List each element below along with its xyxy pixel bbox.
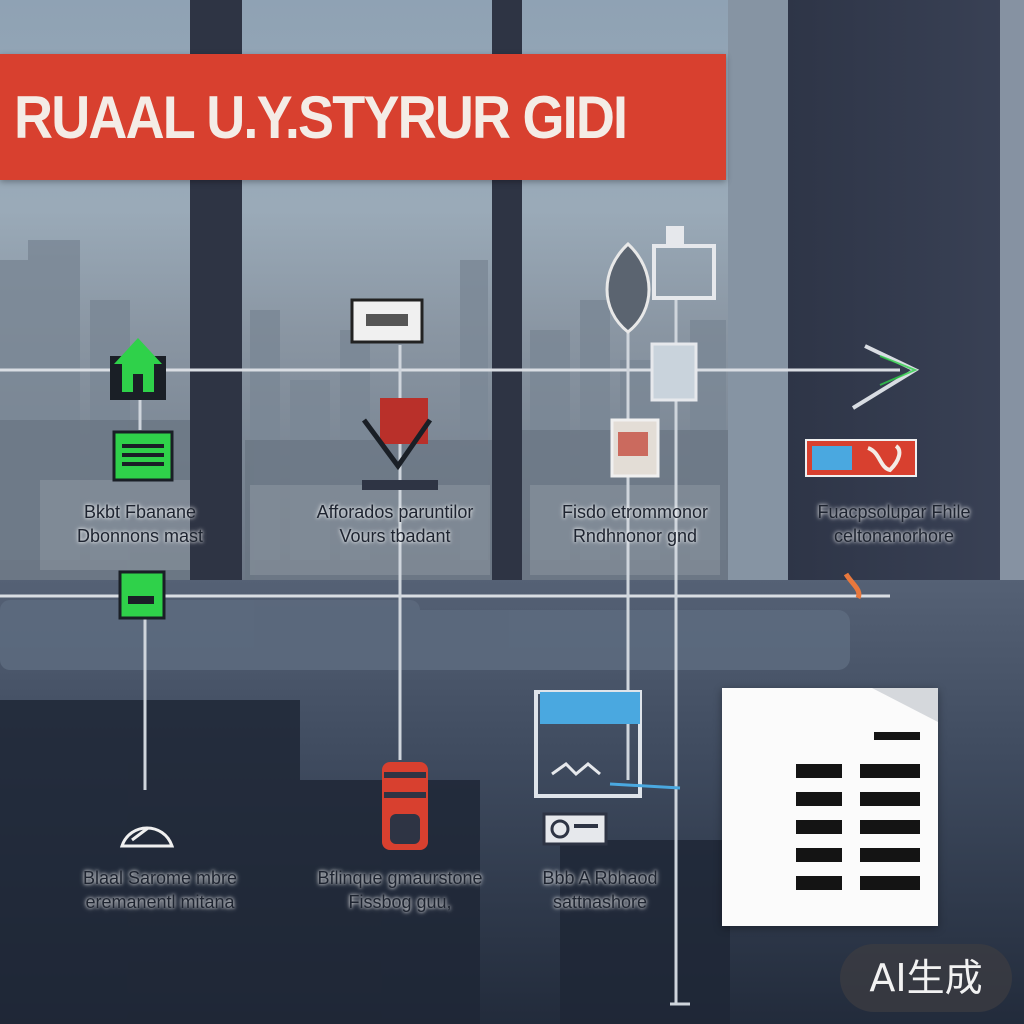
milestone-label-7: Bbb A Rbhaod sattnashore	[542, 868, 658, 912]
milestone-label-6: Bflinque gmaurstone Fissbog guu,	[317, 868, 483, 912]
list-card-icon	[112, 430, 174, 482]
download-arrow-icon	[361, 398, 438, 490]
radio-icon	[542, 812, 608, 846]
monitor-icon	[350, 298, 424, 344]
photo-card-icon	[610, 418, 660, 478]
milestone-label-4: Fuacpsolupar Fhile celtonanorhore	[817, 502, 971, 546]
lamp-icon	[650, 226, 716, 402]
title-banner: RUAAL U.Y.STYRUR GIDI	[0, 54, 726, 180]
document-icon	[722, 688, 938, 926]
leaf-icon	[605, 241, 651, 334]
chart-board-icon	[534, 690, 681, 798]
banner-title: RUAAL U.Y.STYRUR GIDI	[14, 84, 628, 151]
plug-icon	[118, 570, 166, 620]
milestone-label-1: Bkbt Fbanane Dbonnons mast	[76, 502, 204, 546]
axis-arrow-icon	[851, 344, 920, 410]
bolt-icon	[805, 439, 917, 600]
ai-generated-badge: AI生成	[840, 944, 1012, 1012]
gauge-icon	[119, 826, 175, 848]
battery-icon	[382, 762, 428, 850]
house-icon	[110, 338, 166, 400]
milestone-label-2: Afforados paruntilor Vours tbadant	[316, 502, 474, 546]
milestone-label-3: Fisdo etrommonor Rndhnonor gnd	[561, 502, 709, 546]
milestone-label-5: Blaal Sarome mbre eremanentl mitana	[82, 868, 238, 912]
